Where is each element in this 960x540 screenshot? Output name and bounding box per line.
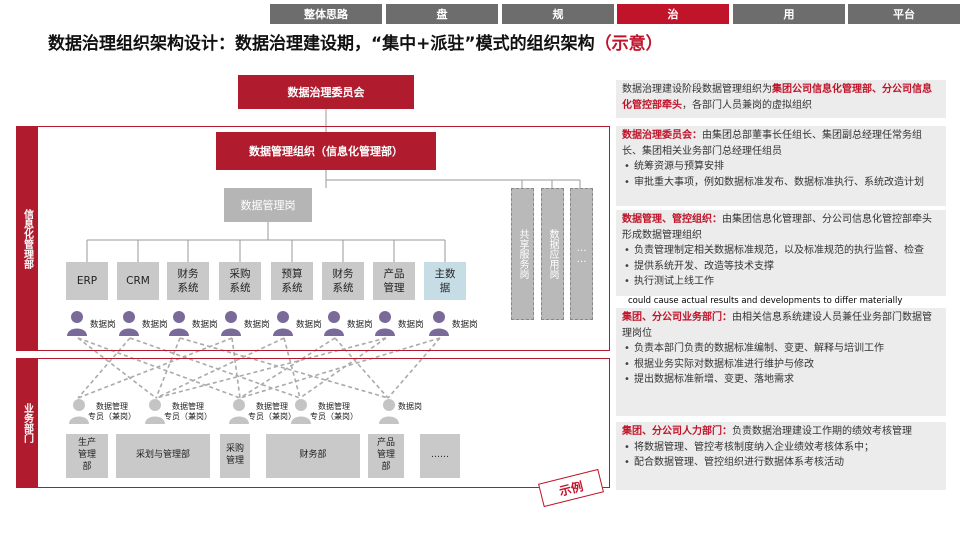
data-post-label: 数据岗	[452, 320, 478, 330]
data-post-label: 数据岗	[347, 320, 373, 330]
panel-mgmt-item: 负责管理制定相关数据标准规范，以及标准规范的执行监督、检查	[624, 243, 940, 259]
system-finance: 财务 系统	[167, 262, 209, 300]
panel-intro-highlight: 集团公司信息化管理部、分公司信息化管控部牵头	[622, 84, 932, 111]
side-label-it: 信息化管理部	[16, 126, 38, 351]
person-icon	[220, 310, 242, 340]
panel-business-item: 负责本部门负责的数据标准编制、变更、解释与培训工作	[624, 341, 940, 357]
person-icon	[272, 310, 294, 340]
person-icon	[290, 398, 312, 428]
system-crm: CRM	[117, 262, 159, 300]
panel-hr: 集团、分公司人力部门：负责数据治理建设工作期的绩效考核管理 将数据管理、管控考核…	[616, 422, 946, 490]
panel-committee-item: 审批重大事项，例如数据标准发布、数据标准执行、系统改造计划	[624, 175, 940, 191]
nav-tab-0[interactable]: 整体思路	[270, 4, 382, 24]
data-post-label: 数据岗	[142, 320, 168, 330]
data-post-label: 数据岗	[296, 320, 322, 330]
person-icon	[168, 310, 190, 340]
dept-production: 生产 管理 部	[66, 434, 108, 478]
panel-business-text: 由相关信息系统建设人员兼任业务部门数据管理岗位	[622, 312, 932, 339]
biz-post-label: 数据管理 专员（兼岗）	[310, 402, 358, 421]
page-title-note: （示意）	[594, 34, 663, 54]
panel-business: 集团、分公司业务部门：由相关信息系统建设人员兼任业务部门数据管理岗位 负责本部门…	[616, 308, 946, 416]
person-icon	[378, 398, 400, 428]
panel-intro: 数据治理建设阶段数据管理组织为集团公司信息化管理部、分公司信息化管控部牵头，各部…	[616, 80, 946, 118]
page-title-main: 数据治理组织架构设计：数据治理建设期，“集中+派驻”模式的组织架构	[48, 34, 595, 54]
panel-mgmt-text: 由集团信息化管理部、分公司信息化管控部牵头形成数据管理组织	[622, 214, 932, 241]
biz-post-label: 数据管理 专员（兼岗）	[248, 402, 296, 421]
panel-hr-text: 负责数据治理建设工作期的绩效考核管理	[732, 426, 912, 437]
panel-mgmt: 数据管理、管控组织：由集团信息化管理部、分公司信息化管控部牵头形成数据管理组织 …	[616, 210, 946, 296]
panel-intro-tail: ，各部门人员兼岗的虚拟组织	[682, 99, 812, 111]
biz-post-label: 数据管理 专员（兼岗）	[164, 402, 212, 421]
side-label-biz: 业务部门	[16, 358, 38, 488]
person-icon	[228, 398, 250, 428]
nav-tab-5[interactable]: 平台	[848, 4, 960, 24]
panel-committee-text: 由集团总部董事长任组长、集团副总经理任常务组长、集团相关业务部门总经理任组员	[622, 130, 922, 157]
panel-mgmt-title: 数据管理、管控组织：	[622, 214, 722, 225]
system-finance-2: 财务 系统	[322, 262, 364, 300]
nav-tab-3[interactable]: 治	[617, 4, 729, 24]
panel-committee: 数据治理委员会：由集团总部董事长任组长、集团副总经理任常务组长、集团相关业务部门…	[616, 126, 946, 206]
data-post-label: 数据岗	[398, 320, 424, 330]
committee-box: 数据治理委员会	[238, 75, 414, 109]
biz-post-label: 数据管理 专员（兼岗）	[88, 402, 136, 421]
panel-hr-item: 将数据管理、管控考核制度纳入企业绩效考核体系中；	[624, 440, 940, 456]
panel-business-item: 根据业务实际对数据标准进行维护与修改	[624, 357, 940, 373]
person-icon	[374, 310, 396, 340]
person-icon	[144, 398, 166, 428]
dept-more: ……	[420, 434, 460, 478]
panel-mgmt-item: 提供系统开发、改造等技术支撑	[624, 259, 940, 275]
panel-business-item: 提出数据标准新增、变更、落地需求	[624, 372, 940, 388]
dept-finance: 财务部	[266, 434, 360, 478]
mgmt-org-box: 数据管理组织（信息化管理部）	[216, 132, 436, 170]
system-budget: 预算 系统	[271, 262, 313, 300]
page-title: 数据治理组织架构设计：数据治理建设期，“集中+派驻”模式的组织架构（示意）	[48, 29, 663, 54]
data-post-label: 数据岗	[90, 320, 116, 330]
data-post-label: 数据岗	[244, 320, 270, 330]
overlay-disclaimer: could cause actual results and developme…	[628, 296, 903, 306]
panel-committee-item: 统筹资源与预算安排	[624, 159, 940, 175]
vcol-more: ……	[570, 188, 593, 320]
system-master-data: 主数 据	[424, 262, 466, 300]
data-post-label: 数据岗	[192, 320, 218, 330]
person-icon	[118, 310, 140, 340]
vcol-shared-service: 共享服务岗	[511, 188, 534, 320]
panel-mgmt-item: 执行测试上线工作	[624, 274, 940, 290]
person-icon	[323, 310, 345, 340]
dept-product: 产品 管理 部	[368, 434, 404, 478]
nav-tab-1[interactable]: 盘	[386, 4, 498, 24]
dept-planning: 采划与管理部	[116, 434, 210, 478]
nav-tab-2[interactable]: 规	[502, 4, 614, 24]
mgmt-post-box: 数据管理岗	[224, 188, 312, 222]
dept-procurement: 采购 管理	[220, 434, 250, 478]
panel-hr-title: 集团、分公司人力部门：	[622, 426, 732, 437]
panel-hr-item: 配合数据管理、管控组织进行数据体系考核活动	[624, 455, 940, 471]
biz-post-label: 数据岗	[398, 402, 422, 411]
person-icon	[428, 310, 450, 340]
nav-tab-4[interactable]: 用	[733, 4, 845, 24]
person-icon	[66, 310, 88, 340]
system-procurement: 采购 系统	[219, 262, 261, 300]
panel-committee-title: 数据治理委员会：	[622, 130, 702, 141]
panel-business-title: 集团、分公司业务部门：	[622, 312, 732, 323]
system-erp: ERP	[66, 262, 108, 300]
system-product: 产品 管理	[373, 262, 415, 300]
vcol-data-app: 数据应用岗	[541, 188, 564, 320]
panel-intro-text: 数据治理建设阶段数据管理组织为	[622, 84, 772, 95]
person-icon	[68, 398, 90, 428]
